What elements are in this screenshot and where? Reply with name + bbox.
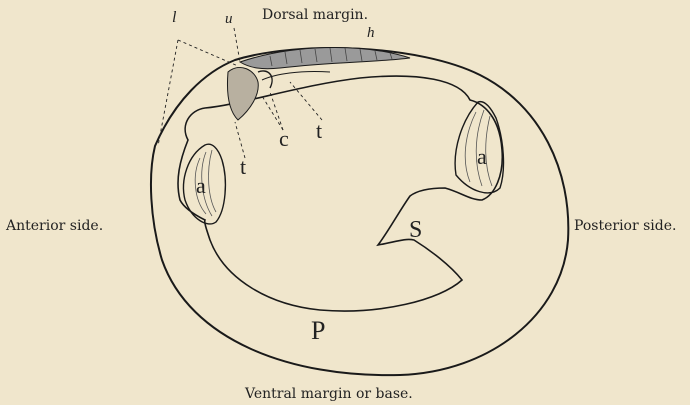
ligament-label-l: l: [172, 10, 176, 26]
adductor-label-a-right: a: [477, 146, 487, 168]
hinge-teeth: [227, 67, 258, 120]
sinus-label-s: S: [409, 218, 422, 242]
adductor-label-a-left: a: [196, 175, 206, 197]
anterior-side-label: Anterior side.: [6, 219, 103, 233]
hinge-label-h: h: [367, 26, 375, 41]
pallial-line: [178, 76, 502, 311]
dorsal-margin-label: Dorsal margin.: [262, 8, 368, 22]
umbo-label-u: u: [225, 12, 233, 27]
tooth-label-t-upper: t: [316, 120, 322, 142]
pallial-label-p: P: [311, 318, 325, 344]
posterior-side-label: Posterior side.: [574, 219, 676, 233]
cardinal-label-c: c: [279, 128, 289, 150]
ventral-margin-label: Ventral margin or base.: [245, 387, 413, 401]
shell-outer-margin: [151, 48, 568, 375]
tooth-label-t-lower: t: [240, 156, 246, 178]
